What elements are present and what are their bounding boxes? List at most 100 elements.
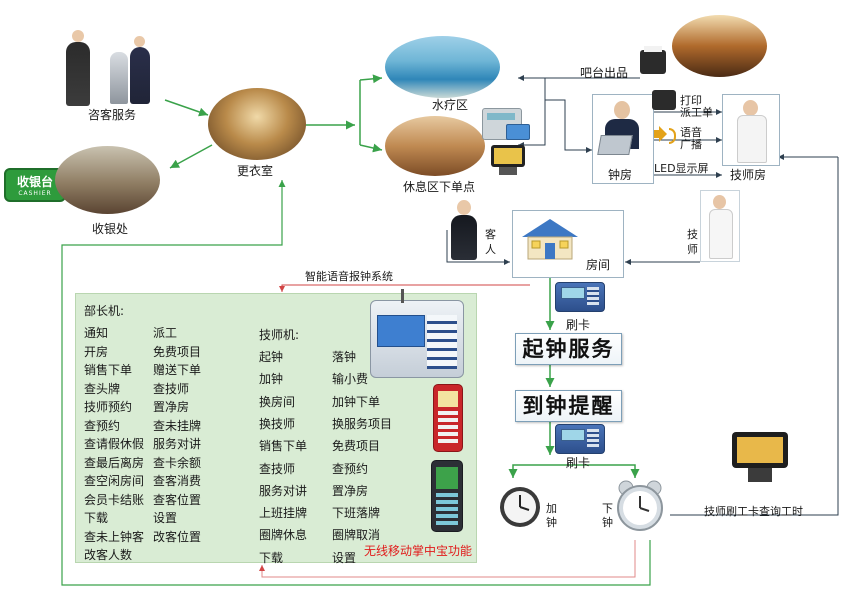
green-phone-icon (431, 460, 463, 532)
tech-col2-item: 置净房 (332, 483, 369, 498)
technician-room-box (722, 94, 780, 166)
manager-device-icon (370, 289, 464, 378)
guest-label-1: 客 (485, 228, 496, 241)
card-terminal-2-icon (555, 424, 605, 454)
changing-room-label: 更衣室 (237, 164, 274, 178)
tech-col1-item: 上班挂牌 (259, 506, 308, 521)
house-icon (522, 219, 578, 260)
clock-room-label: 钟房 (608, 168, 633, 182)
print-order-label-1: 打印 (680, 94, 702, 107)
spa-photo (385, 36, 500, 98)
tech-col2-item: 下班落牌 (332, 506, 381, 521)
manager-col1-item: 查最后离房 (84, 455, 145, 470)
manager-col2-item: 查客位置 (153, 492, 202, 507)
guest-service-label: 咨客服务 (88, 108, 137, 122)
bar-output-label: 吧台出品 (580, 66, 629, 80)
tech-col2-item: 加钟下单 (332, 394, 381, 409)
voice-broadcast-label-1: 语音 (680, 126, 702, 139)
query-terminal-icon (728, 432, 792, 484)
manager-col2-item: 置净房 (153, 400, 190, 414)
add-clock-label-2: 钟 (546, 516, 557, 529)
tech-col2-item: 输小费 (332, 372, 369, 387)
manager-col2-item: 查未挂牌 (153, 418, 202, 433)
manager-col2-item: 查客消费 (153, 474, 202, 488)
manager-col1-item: 查未上钟客 (84, 529, 145, 544)
technician-person (700, 190, 740, 262)
tech-card-query-label: 技师刷工卡查询工时 (704, 505, 803, 518)
card-terminal-1-icon (555, 282, 605, 312)
manager-col2-item: 免费项目 (153, 344, 202, 359)
tech-col1-item: 下载 (259, 550, 284, 565)
manager-col1-item: 销售下单 (84, 363, 133, 377)
manager-col2-item: 服务对讲 (153, 437, 202, 451)
add-clock-label-1: 加 (546, 502, 557, 515)
tech-col1-item: 加钟 (259, 372, 284, 387)
tech-col1-item: 服务对讲 (259, 483, 308, 498)
swipe-card-1-label: 刷卡 (566, 318, 591, 332)
manager-col1-item: 会员卡结账 (84, 492, 145, 507)
tech-col1-item: 换房间 (259, 394, 296, 409)
cashier-badge-sub: CASHIER (18, 190, 52, 197)
manager-col1-item: 查请假休假 (84, 437, 145, 451)
technician-label-1: 技 (687, 228, 698, 241)
end-clock-label-1: 下 (602, 502, 613, 515)
wireless-note: 无线移动掌中宝功能 (364, 544, 473, 558)
dispatch-printer-icon (652, 90, 676, 110)
tech-col2-item: 圈牌取消 (332, 528, 381, 543)
laptop-icon (597, 135, 633, 155)
bar-photo (672, 15, 767, 77)
alarm-clock-icon (617, 480, 663, 531)
guest-service-photo (60, 28, 160, 106)
tech-col1-item: 换技师 (259, 416, 296, 431)
rest-area-label: 休息区下单点 (403, 180, 476, 194)
tech-col2-item: 换服务项目 (332, 416, 393, 431)
add-clock-icon (500, 487, 540, 527)
manager-col1-item: 查预约 (84, 418, 121, 433)
tech-col2-item: 落钟 (332, 350, 357, 364)
spa-label: 水疗区 (432, 98, 469, 112)
end-reminder-box: 到钟提醒 (515, 390, 622, 422)
rest-area-photo (385, 116, 485, 176)
tech-col1-item: 销售下单 (259, 439, 308, 454)
wireless-function-panel: 部长机: 通知开房销售下单查头牌技师预约查预约查请假休假查最后离房查空闲房间会员… (75, 289, 477, 565)
tech-title: 技师机: (259, 328, 300, 342)
cashier-label: 收银处 (92, 222, 129, 236)
manager-col2-item: 查卡余额 (153, 455, 202, 470)
manager-col1-item: 查头牌 (84, 381, 121, 396)
manager-col2-item: 查技师 (153, 381, 190, 396)
manager-col2-item: 设置 (153, 511, 178, 525)
manager-col1-item: 查空闲房间 (84, 474, 145, 488)
print-order-label-2: 派工单 (680, 106, 713, 119)
bar-printer-icon (640, 46, 666, 74)
cashier-photo (55, 146, 160, 214)
tech-col1-item: 圈牌休息 (259, 528, 308, 543)
manager-col2-item: 赠送下单 (153, 363, 202, 377)
cashier-badge-label: 收银台 (16, 175, 53, 189)
tech-col1-item: 起钟 (259, 350, 284, 364)
guest-label-2: 人 (485, 243, 496, 256)
manager-col1-item: 开房 (84, 344, 109, 359)
technician-label-2: 师 (687, 243, 698, 256)
voice-broadcast-label-2: 广播 (680, 138, 702, 151)
clock-room-box (592, 94, 654, 184)
manager-col1-item: 改客人数 (84, 548, 133, 562)
red-phone-icon (433, 384, 463, 452)
start-service-box: 起钟服务 (515, 333, 622, 365)
led-display-label: LED显示屏 (654, 162, 709, 175)
end-clock-label-2: 钟 (602, 516, 613, 529)
changing-room-photo (208, 88, 306, 160)
guest-person (448, 200, 480, 260)
manager-col2-item: 派工 (153, 326, 178, 340)
room-label: 房间 (586, 258, 611, 272)
manager-col1-item: 技师预约 (84, 400, 133, 414)
manager-col1-item: 下载 (84, 511, 109, 525)
technician-room-label: 技师房 (730, 168, 767, 182)
swipe-card-2-label: 刷卡 (566, 456, 591, 470)
tech-col2-item: 查预约 (332, 461, 369, 476)
speaker-icon (652, 124, 676, 144)
manager-col1-item: 通知 (84, 326, 109, 340)
manager-col2-item: 改客位置 (153, 529, 202, 544)
manager-title: 部长机: (84, 304, 125, 318)
smart-voice-system-label: 智能语音报钟系统 (305, 270, 393, 283)
